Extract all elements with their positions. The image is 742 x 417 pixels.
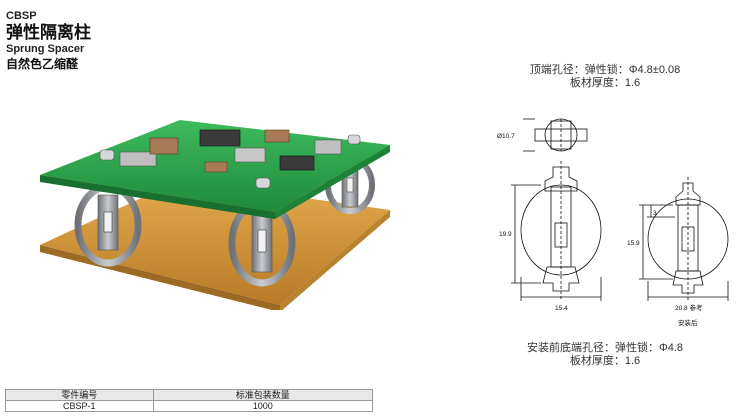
pcb-components xyxy=(119,129,342,173)
header-pack-qty: 标准包装数量 xyxy=(152,389,374,401)
part-code: CBSP xyxy=(6,10,37,22)
cell-part-number: CBSP-1 xyxy=(5,400,154,412)
spec-top: 顶端孔径：弹性锁：Φ4.8±0.08 板材厚度：1.6 xyxy=(520,64,690,90)
parts-table: 零件编号 标准包装数量 CBSP-1 1000 xyxy=(5,389,374,412)
cell-pack-qty: 1000 xyxy=(152,400,374,412)
technical-drawing: Ø10.7 19.9 15.4 3 15.9 20.8 参考 安装后 xyxy=(497,118,729,327)
title-english: Sprung Spacer xyxy=(6,43,85,55)
product-illustration xyxy=(40,120,390,310)
title-chinese: 弹性隔离柱 xyxy=(6,23,91,42)
side-view-installed xyxy=(647,177,729,301)
spec-bottom-line1: 安装前底端孔径：弹性锁：Φ4.8 xyxy=(526,342,684,354)
dim-height-installed: 15.9 xyxy=(627,240,640,247)
base-board xyxy=(40,180,390,305)
dim-width: 15.4 xyxy=(555,305,568,312)
dim-top-diameter: Ø10.7 xyxy=(497,133,515,140)
spec-bottom: 安装前底端孔径：弹性锁：Φ4.8 板材厚度：1.6 xyxy=(520,342,690,368)
material-label: 自然色乙缩醛 xyxy=(6,57,79,71)
spec-top-line2: 板材厚度：1.6 xyxy=(569,77,641,89)
top-view xyxy=(534,118,588,152)
header-part-number: 零件编号 xyxy=(5,389,154,401)
spec-top-line1: 顶端孔径：弹性锁：Φ4.8±0.08 xyxy=(529,64,681,76)
side-view-uninstalled xyxy=(520,161,602,299)
dim-width-installed: 20.8 参考 xyxy=(675,303,703,312)
header: CBSP 弹性隔离柱 Sprung Spacer 自然色乙缩醛 xyxy=(6,10,91,72)
spec-bottom-line2: 板材厚度：1.6 xyxy=(569,355,641,367)
dim-small: 3 xyxy=(653,210,657,217)
dim-height: 19.9 xyxy=(499,231,512,238)
table-header-row: 零件编号 标准包装数量 xyxy=(5,389,374,401)
installed-label: 安装后 xyxy=(678,318,698,327)
table-row: CBSP-1 1000 xyxy=(5,400,374,412)
